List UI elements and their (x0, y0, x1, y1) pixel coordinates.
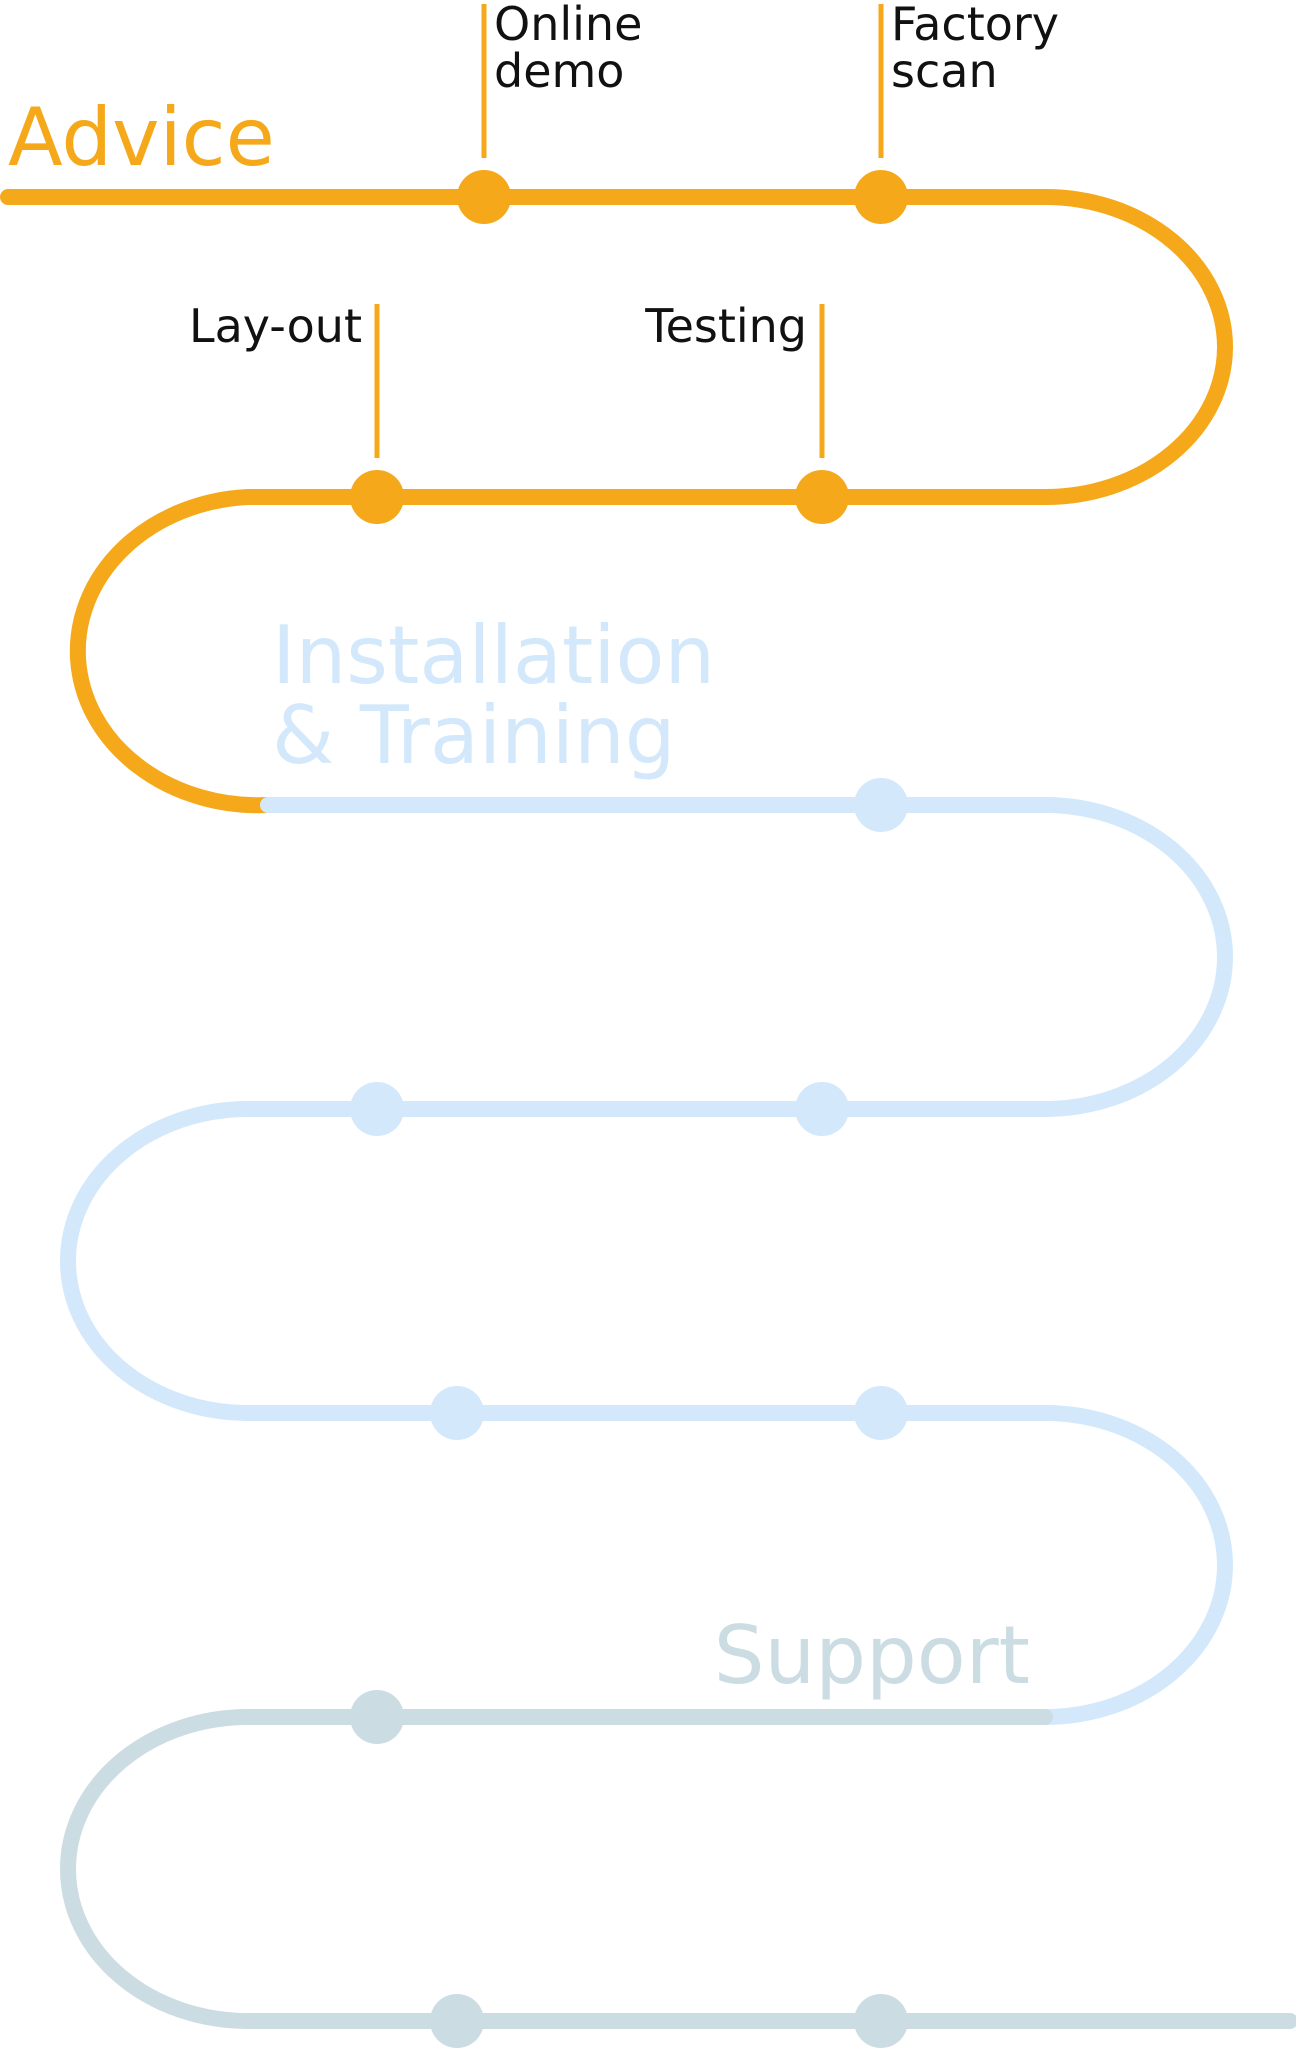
step-label-online-demo: Online demo (494, 0, 657, 98)
step-dot-support-3[interactable] (854, 1994, 908, 2048)
phase-title-advice-line: Advice (8, 91, 275, 184)
milestone-dots (350, 170, 908, 2048)
step-dot-factory-scan[interactable] (854, 170, 908, 224)
phase-title-support: Support (714, 1609, 1030, 1702)
step-label-factory-scan-line-2: scan (891, 44, 998, 98)
phase-title-installation-line-2: & Training (272, 689, 675, 782)
step-dot-support-2[interactable] (430, 1994, 484, 2048)
step-label-online-demo-line-2: demo (494, 44, 624, 98)
path-segment-advice (0, 189, 1233, 814)
step-label-online-demo-line-1: Online (494, 0, 642, 51)
step-label-testing: Testing (644, 299, 807, 353)
step-dot-installation-5[interactable] (854, 1386, 908, 1440)
step-callouts (374, 4, 884, 458)
step-dot-support-1[interactable] (350, 1690, 404, 1744)
phase-title-installation: Installation & Training (272, 609, 741, 782)
step-dot-installation-2[interactable] (350, 1082, 404, 1136)
phase-title-support-line: Support (714, 1609, 1030, 1702)
step-dot-testing[interactable] (795, 470, 849, 524)
phase-title-advice: Advice (8, 91, 275, 184)
step-dot-installation-3[interactable] (795, 1082, 849, 1136)
step-label-lay-out-line: Lay-out (189, 299, 362, 353)
step-dot-lay-out[interactable] (350, 470, 404, 524)
step-label-testing-line: Testing (644, 299, 807, 353)
phase-title-installation-line-1: Installation (272, 609, 715, 702)
step-label-lay-out: Lay-out (189, 299, 362, 353)
roadmap-path (0, 189, 1296, 2029)
step-label-factory-scan: Factory scan (891, 0, 1074, 98)
step-dot-online-demo[interactable] (457, 170, 511, 224)
path-segment-installation (60, 797, 1233, 1725)
path-segment-support (60, 1709, 1296, 2029)
step-label-factory-scan-line-1: Factory (891, 0, 1059, 51)
step-dot-installation-4[interactable] (430, 1386, 484, 1440)
step-dot-installation-1[interactable] (854, 778, 908, 832)
